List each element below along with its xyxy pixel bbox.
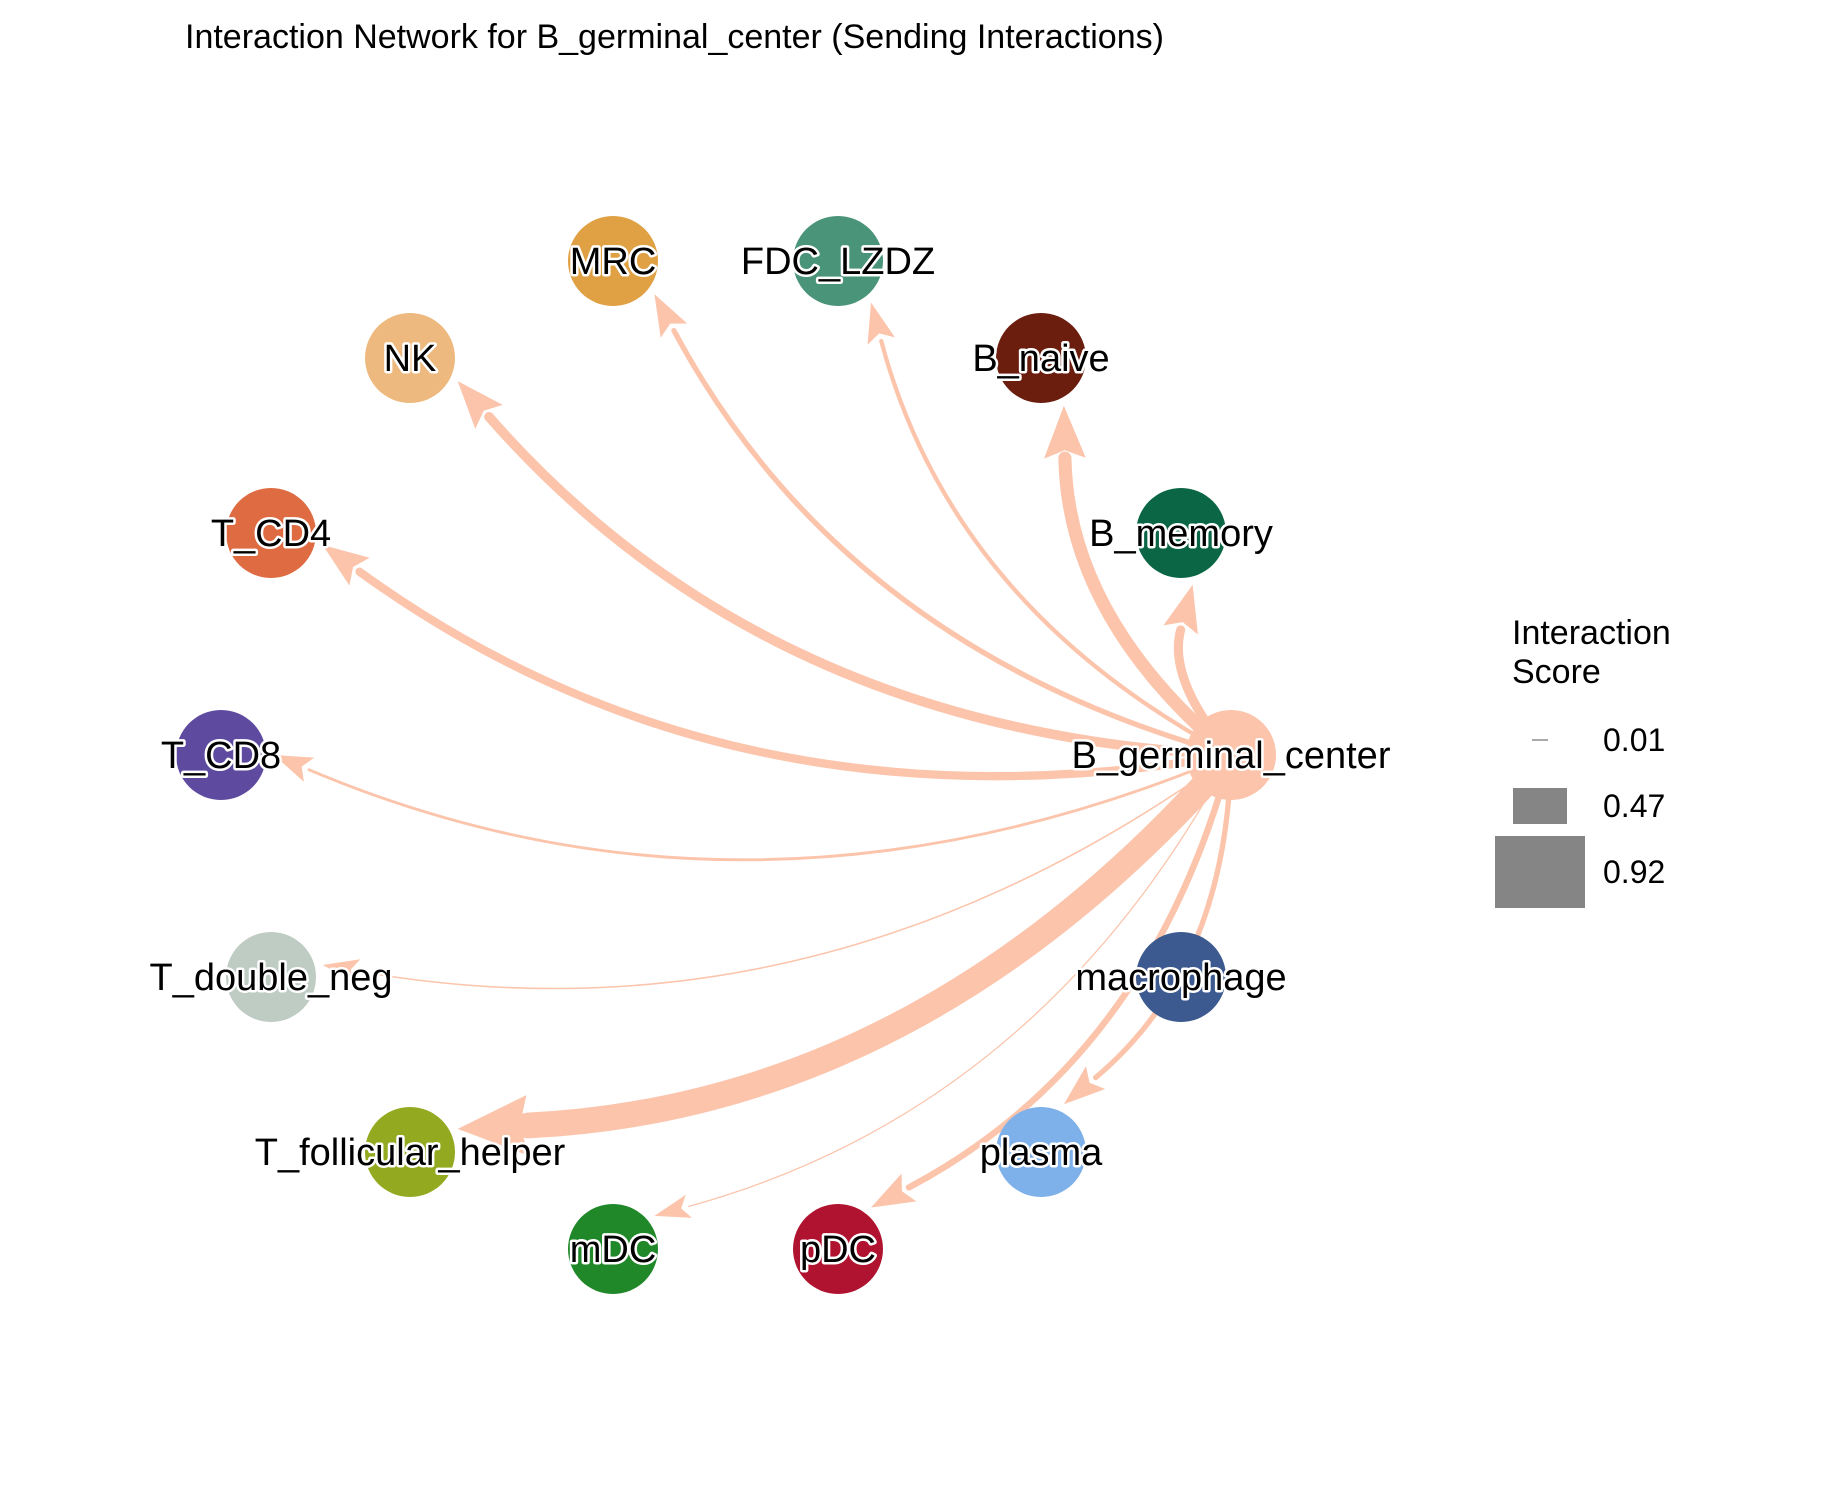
legend-key-0.47: [1513, 788, 1567, 824]
edge-T_CD4: [355, 567, 1236, 781]
node-T_follicular_helper: [365, 1107, 455, 1197]
edge-arrowhead-T_double_neg: [322, 959, 361, 984]
node-T_CD8: [176, 710, 266, 800]
node-label-B_memory: B_memory: [1089, 513, 1273, 555]
edge-T_follicular_helper: [514, 742, 1244, 1139]
legend-label-0.01: 0.01: [1603, 722, 1665, 758]
nodes-layer: [176, 216, 1276, 1294]
legend-key-0.01: [1532, 739, 1548, 741]
node-macrophage: [1136, 932, 1226, 1022]
node-label-T_CD8: T_CD8: [161, 735, 281, 777]
node-label-B_germinal_center: B_germinal_center: [1072, 735, 1391, 777]
edge-arrowhead-pDC: [870, 1173, 917, 1208]
edge-B_naive: [1058, 451, 1238, 762]
edges-layer: [274, 294, 1244, 1218]
legend: Interaction Score 0.01 0.47 0.92: [1495, 614, 1671, 908]
node-B_memory: [1136, 488, 1226, 578]
node-FDC_LZDZ: [793, 216, 883, 306]
node-B_naive: [996, 313, 1086, 403]
chart-title: Interaction Network for B_germinal_cente…: [185, 18, 1164, 56]
legend-key-0.92: [1495, 836, 1585, 908]
legend-title-line-1: Interaction: [1512, 614, 1671, 652]
node-label-MRC: MRC: [570, 241, 657, 283]
node-label-B_naive: B_naive: [972, 338, 1109, 380]
edge-NK: [484, 411, 1236, 760]
node-label-plasma: plasma: [980, 1132, 1103, 1174]
node-label-FDC_LZDZ: FDC_LZDZ: [741, 241, 935, 283]
node-NK: [365, 313, 455, 403]
legend-label-0.47: 0.47: [1603, 788, 1665, 824]
edge-T_CD8: [307, 753, 1233, 862]
node-label-pDC: pDC: [800, 1229, 876, 1271]
edge-arrowhead-mDC: [654, 1194, 693, 1218]
node-T_double_neg: [226, 932, 316, 1022]
edge-arrowhead-T_follicular_helper: [457, 1095, 530, 1156]
edge-plasma: [1092, 752, 1234, 1081]
edge-arrowhead-B_memory: [1163, 584, 1198, 635]
node-T_CD4: [226, 488, 316, 578]
edge-arrowhead-T_CD4: [322, 544, 370, 586]
edge-pDC: [905, 751, 1235, 1191]
node-label-T_follicular_helper: T_follicular_helper: [255, 1132, 566, 1174]
edge-arrowhead-B_naive: [1044, 405, 1086, 459]
edge-arrowhead-FDC_LZDZ: [867, 302, 895, 345]
node-MRC: [568, 216, 658, 306]
edge-T_double_neg: [357, 754, 1232, 990]
node-plasma: [996, 1107, 1086, 1197]
node-B_germinal_center: [1186, 710, 1276, 800]
legend-entries: 0.01 0.47 0.92: [1495, 722, 1665, 908]
legend-title-line-2: Score: [1512, 653, 1601, 691]
node-mDC: [568, 1204, 658, 1294]
node-label-mDC: mDC: [570, 1229, 657, 1271]
edge-mDC: [688, 754, 1232, 1208]
node-label-macrophage: macrophage: [1075, 957, 1286, 999]
edge-arrowhead-plasma: [1063, 1066, 1106, 1105]
edge-FDC_LZDZ: [879, 338, 1234, 758]
node-label-T_CD4: T_CD4: [211, 513, 331, 555]
edge-arrowhead-NK: [457, 381, 503, 429]
node-pDC: [793, 1204, 883, 1294]
node-label-NK: NK: [384, 338, 437, 380]
node-label-T_double_neg: T_double_neg: [150, 957, 393, 999]
edge-arrowhead-MRC: [654, 294, 688, 338]
legend-label-0.92: 0.92: [1603, 854, 1665, 890]
edge-MRC: [671, 327, 1234, 758]
edge-arrowhead-T_CD8: [274, 755, 315, 782]
